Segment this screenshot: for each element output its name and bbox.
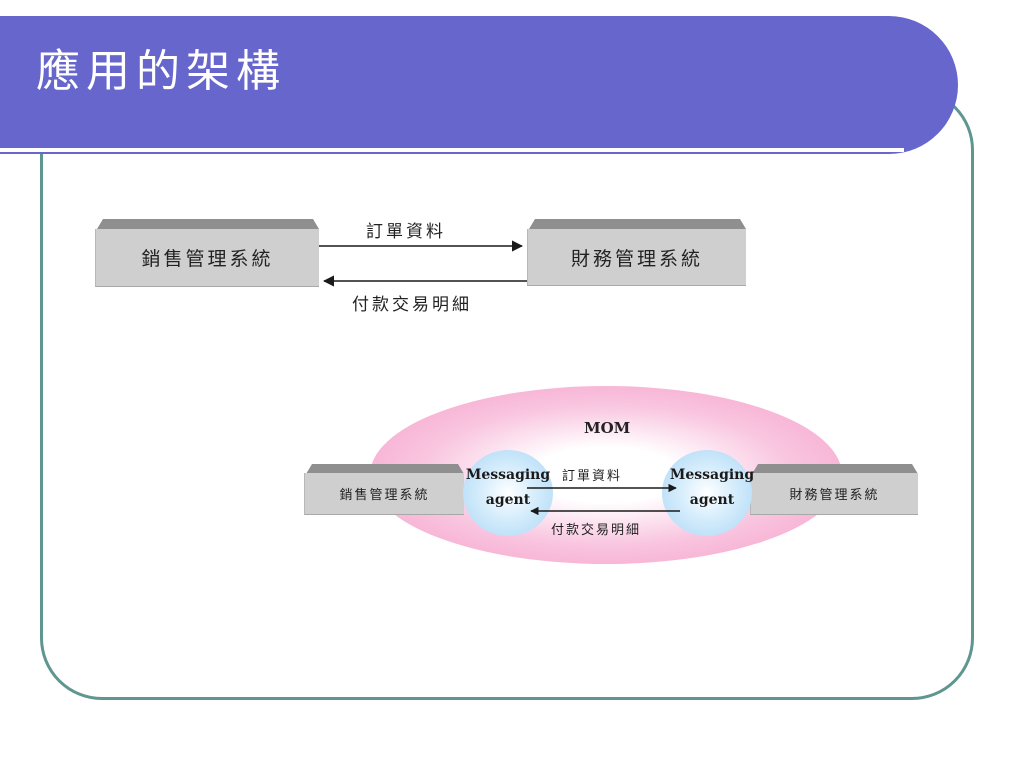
bottom-payment-detail-label: 付款交易明細 bbox=[551, 523, 642, 538]
right-agent-line1: Messaging bbox=[669, 467, 755, 483]
title-underline bbox=[0, 148, 904, 152]
mom-label: MOM bbox=[584, 419, 631, 437]
title-bar bbox=[0, 16, 958, 154]
sales-system-label: 銷售管理系統 bbox=[141, 248, 274, 270]
left-agent-line1: Messaging bbox=[465, 467, 551, 483]
left-agent-line2: agent bbox=[485, 492, 531, 508]
bottom-right-system-box-top bbox=[752, 464, 918, 474]
finance-system-label: 財務管理系統 bbox=[570, 247, 703, 270]
left-messaging-agent bbox=[463, 450, 553, 536]
bottom-order-data-label: 訂單資料 bbox=[562, 469, 623, 484]
left-agent-label: Messaging agent bbox=[456, 463, 560, 513]
bottom-sales-system-box: 銷售管理系統 bbox=[304, 473, 464, 515]
order-data-label: 訂單資料 bbox=[366, 222, 446, 242]
right-agent-label: Messaging agent bbox=[660, 463, 764, 513]
finance-system-box: 財務管理系統 bbox=[527, 229, 746, 286]
bottom-sales-system-label: 銷售管理系統 bbox=[339, 488, 430, 503]
right-system-box-top bbox=[529, 219, 746, 229]
right-messaging-agent bbox=[662, 450, 752, 536]
sales-system-box: 銷售管理系統 bbox=[95, 229, 319, 287]
payment-detail-label: 付款交易明細 bbox=[352, 295, 472, 315]
slide-title: 應用的架構 bbox=[36, 46, 286, 97]
left-system-box-top bbox=[97, 219, 319, 229]
bottom-left-system-box-top bbox=[306, 464, 464, 474]
bottom-finance-system-label: 財務管理系統 bbox=[789, 488, 880, 503]
right-agent-line2: agent bbox=[689, 492, 735, 508]
bottom-finance-system-box: 財務管理系統 bbox=[750, 473, 918, 515]
